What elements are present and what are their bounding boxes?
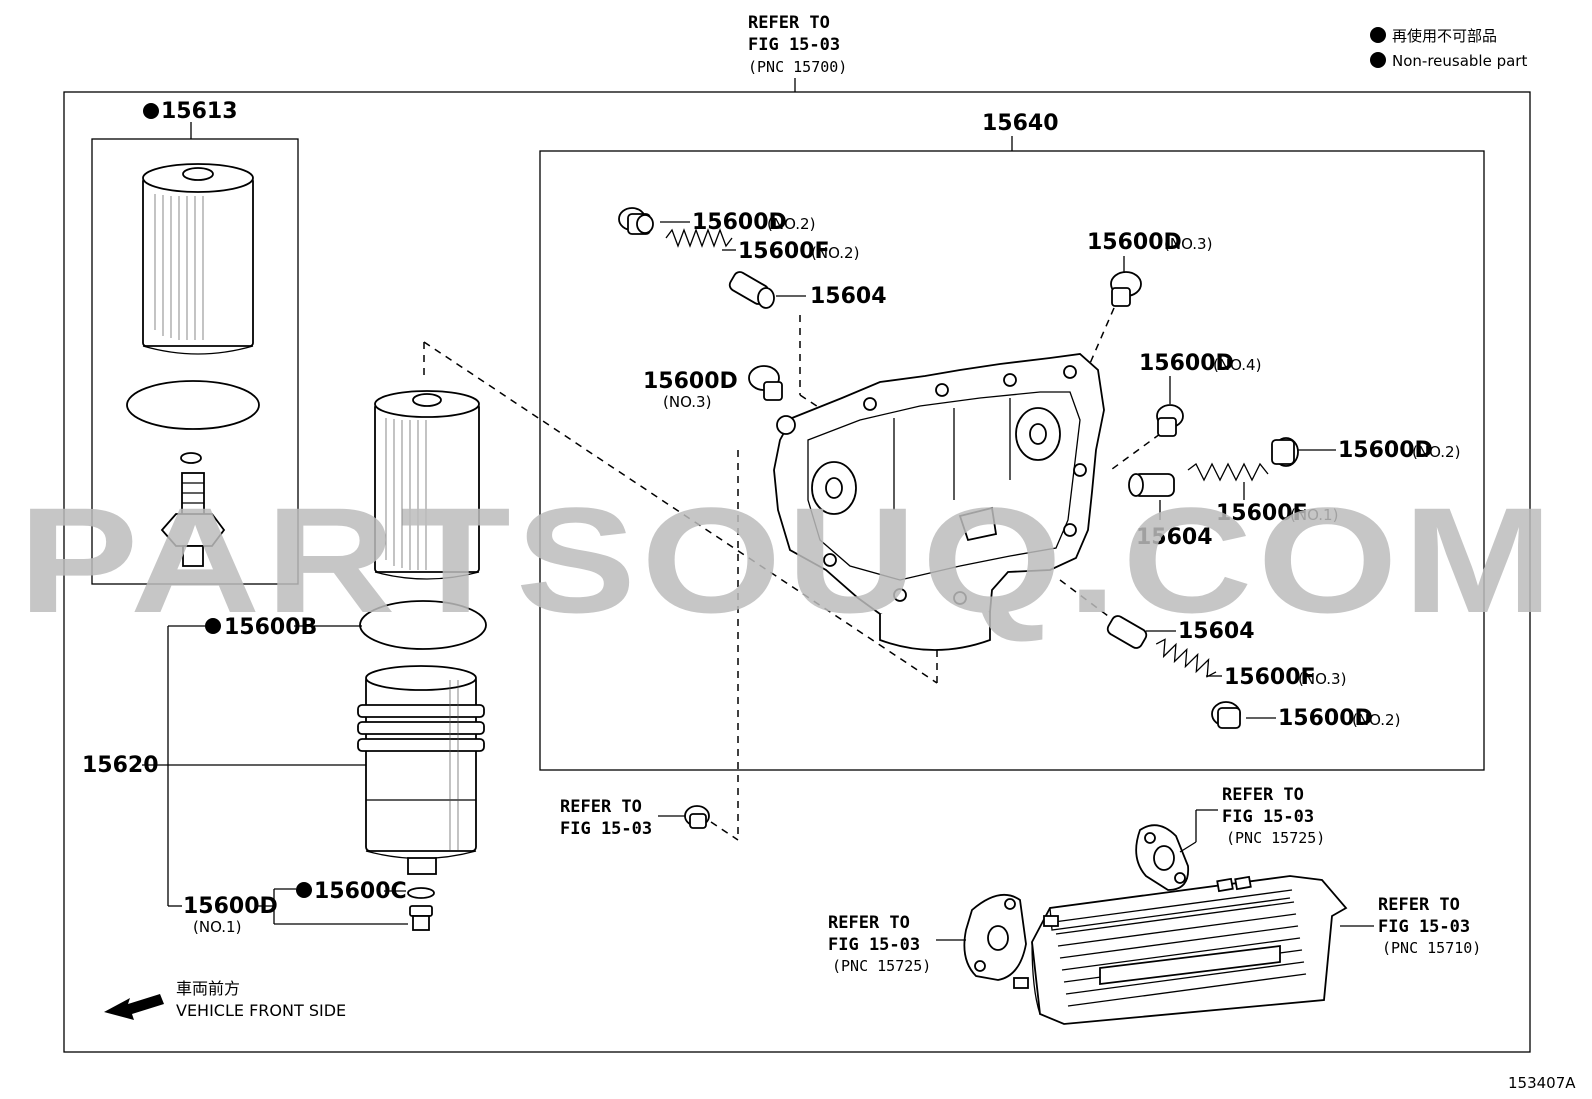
relief-plug-icon bbox=[1271, 437, 1299, 467]
svg-text:(NO.2): (NO.2) bbox=[811, 244, 859, 262]
oil-cooler-icon bbox=[1013, 875, 1348, 1025]
refer-mid: REFER TO FIG 15-03 bbox=[560, 797, 710, 839]
callout-15600D-no4: 15600D bbox=[1139, 351, 1234, 376]
plug-icon bbox=[748, 365, 783, 401]
refer-top: REFER TO FIG 15-03 (PNC 15700) bbox=[748, 13, 847, 92]
svg-text:REFER TO: REFER TO bbox=[1222, 785, 1304, 805]
gasket-icon bbox=[963, 893, 1027, 981]
legend: 再使用不可部品 Non-reusable part bbox=[1370, 27, 1527, 70]
oil-filter-element-icon bbox=[142, 163, 254, 355]
oil-cooler-group: REFER TO FIG 15-03 (PNC 15725) REFER TO … bbox=[828, 785, 1481, 1025]
relief-spring-icon bbox=[1187, 462, 1269, 482]
oil-cooler-cover-icon bbox=[773, 353, 1105, 651]
o-ring-small-icon bbox=[180, 452, 202, 464]
o-ring-large-icon bbox=[359, 600, 487, 650]
svg-text:(PNC 15725): (PNC 15725) bbox=[1226, 829, 1325, 847]
svg-text:REFER TO: REFER TO bbox=[560, 797, 642, 817]
drain-valve-icon bbox=[160, 472, 226, 567]
filter-kit-group: 15613 bbox=[91, 99, 299, 585]
svg-text:(PNC 15725): (PNC 15725) bbox=[832, 957, 931, 975]
svg-text:車両前方: 車両前方 bbox=[176, 979, 240, 998]
relief-valve-icon bbox=[1106, 615, 1148, 649]
legend-jp: 再使用不可部品 bbox=[1392, 27, 1497, 45]
callout-15600F-no3: 15600F bbox=[1224, 665, 1316, 690]
relief-valve-icon bbox=[1128, 473, 1175, 497]
non-reusable-bullet-icon bbox=[1370, 52, 1386, 68]
svg-text:(NO.2): (NO.2) bbox=[1352, 711, 1400, 729]
svg-text:(PNC 15710): (PNC 15710) bbox=[1382, 939, 1481, 957]
callout-15600B: 15600B bbox=[224, 615, 317, 640]
svg-text:(NO.1): (NO.1) bbox=[1290, 506, 1338, 524]
callout-15604-c: 15604 bbox=[1178, 619, 1255, 644]
gasket-icon bbox=[1135, 824, 1190, 891]
vehicle-front-side: 車両前方 VEHICLE FRONT SIDE bbox=[104, 979, 346, 1020]
relief-plug-icon bbox=[1211, 701, 1241, 729]
svg-text:(NO.2): (NO.2) bbox=[767, 215, 815, 233]
callout-15600D-no3-a: 15600D bbox=[643, 369, 738, 394]
assembly-dashed-lines bbox=[423, 307, 1161, 841]
svg-text:VEHICLE FRONT SIDE: VEHICLE FRONT SIDE bbox=[176, 1001, 346, 1020]
non-reusable-bullet-icon bbox=[143, 103, 159, 119]
cooler-cover-group: 15640 bbox=[539, 111, 1485, 771]
svg-text:(NO.2): (NO.2) bbox=[1412, 443, 1460, 461]
o-ring-small-icon bbox=[407, 887, 435, 899]
svg-text:REFER TO: REFER TO bbox=[828, 913, 910, 933]
filter-kit-box bbox=[91, 138, 299, 585]
svg-text:FIG 15-03: FIG 15-03 bbox=[1222, 807, 1314, 827]
relief-spring-icon bbox=[665, 228, 733, 248]
plug-icon bbox=[1110, 271, 1142, 307]
filter-cap-icon bbox=[357, 665, 485, 875]
o-ring-large-icon bbox=[126, 380, 260, 430]
non-reusable-bullet-icon bbox=[296, 882, 312, 898]
svg-text:(NO.3): (NO.3) bbox=[663, 393, 711, 411]
non-reusable-bullet-icon bbox=[205, 618, 221, 634]
arrow-left-icon bbox=[104, 994, 164, 1020]
plug-icon bbox=[1156, 404, 1184, 437]
callout-15604-b: 15604 bbox=[1136, 525, 1213, 550]
svg-text:FIG 15-03: FIG 15-03 bbox=[560, 819, 652, 839]
relief-valve-icon bbox=[728, 271, 775, 309]
svg-text:FIG 15-03: FIG 15-03 bbox=[1378, 917, 1470, 937]
callout-15640: 15640 bbox=[982, 111, 1059, 136]
callout-15600F-no2: 15600F bbox=[738, 239, 830, 264]
filter-assembly-group: 15600B 15620 15600D (NO.1) 15600C bbox=[82, 390, 487, 936]
svg-text:(NO.3): (NO.3) bbox=[1298, 670, 1346, 688]
watermark: PARTSOUQ.COM bbox=[18, 476, 1558, 644]
svg-text:(NO.1): (NO.1) bbox=[193, 918, 241, 936]
callout-15600D-no2-b: 15600D bbox=[1338, 438, 1433, 463]
svg-text:REFER TO: REFER TO bbox=[748, 13, 830, 33]
cooler-cover-box bbox=[539, 150, 1485, 771]
svg-text:FIG 15-03: FIG 15-03 bbox=[748, 35, 840, 55]
non-reusable-bullet-icon bbox=[1370, 27, 1386, 43]
svg-text:REFER TO: REFER TO bbox=[1378, 895, 1460, 915]
figure-id: 153407A bbox=[1508, 1074, 1576, 1092]
outer-frame bbox=[63, 91, 1531, 1053]
legend-en: Non-reusable part bbox=[1392, 52, 1527, 70]
svg-text:(NO.4): (NO.4) bbox=[1213, 356, 1261, 374]
callout-15604-a: 15604 bbox=[810, 284, 887, 309]
svg-text:(PNC 15700): (PNC 15700) bbox=[748, 58, 847, 76]
drain-plug-icon bbox=[409, 905, 433, 931]
svg-text:(NO.3): (NO.3) bbox=[1164, 235, 1212, 253]
callout-15600F-no1: 15600F bbox=[1216, 501, 1308, 526]
plug-icon bbox=[684, 805, 710, 829]
relief-spring-icon bbox=[1155, 638, 1217, 678]
oil-filter-element-icon bbox=[374, 390, 480, 580]
relief-plug-icon bbox=[618, 207, 654, 235]
callout-15600D-no3-b: 15600D bbox=[1087, 230, 1182, 255]
callout-15613: 15613 bbox=[161, 99, 238, 124]
callout-15600D-no2-c: 15600D bbox=[1278, 706, 1373, 731]
svg-text:FIG 15-03: FIG 15-03 bbox=[828, 935, 920, 955]
